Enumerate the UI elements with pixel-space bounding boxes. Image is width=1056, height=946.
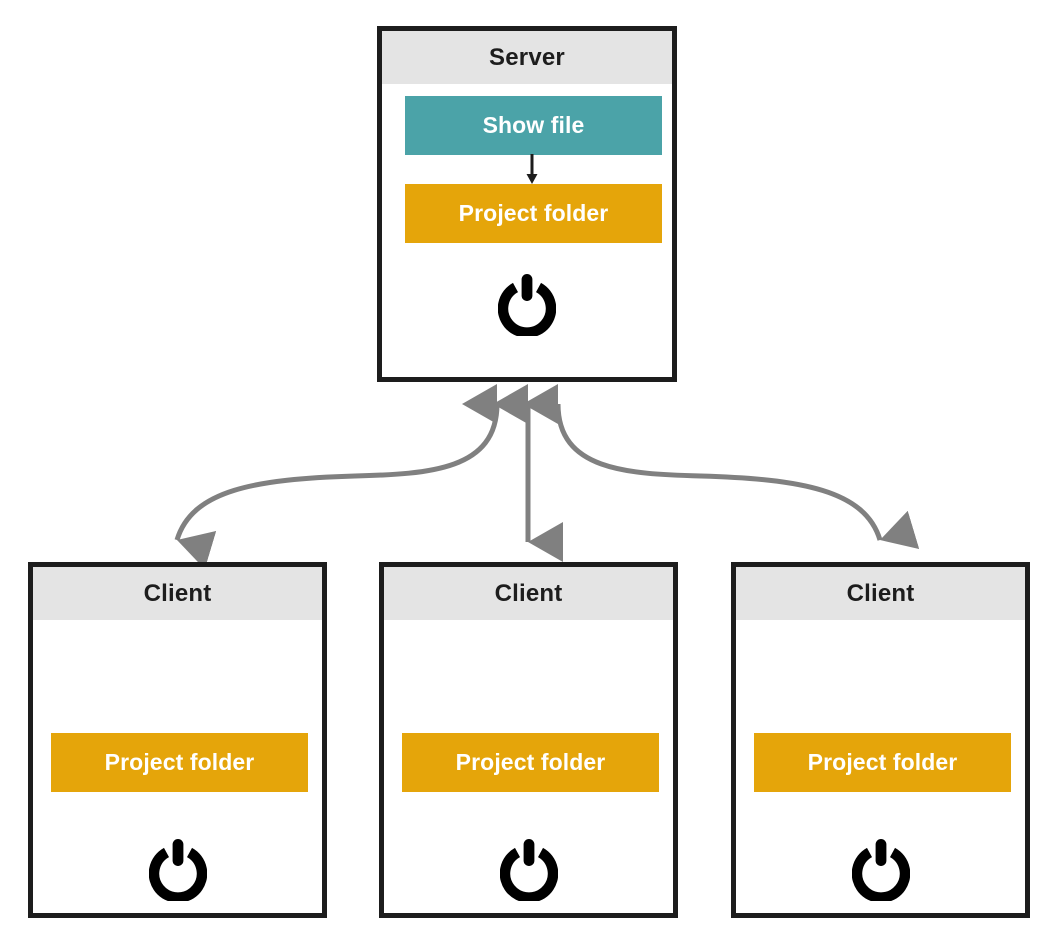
client-1-header: Client <box>33 567 322 620</box>
server-power-button[interactable] <box>382 274 672 336</box>
show-file-label: Show file <box>482 112 585 138</box>
server-project-folder-label: Project folder <box>458 200 609 226</box>
client-3-header: Client <box>736 567 1025 620</box>
client-3-project-folder-bar[interactable]: Project folder <box>754 733 1011 792</box>
power-icon <box>499 839 558 901</box>
power-icon <box>851 839 910 901</box>
client-1-project-folder-label: Project folder <box>104 749 255 775</box>
server-title: Server <box>489 43 565 71</box>
client-2-project-folder-bar[interactable]: Project folder <box>402 733 659 792</box>
connector-server-client-1 <box>174 384 500 570</box>
server-body: Show file Project folder <box>382 84 672 377</box>
client-1-power-button[interactable] <box>33 839 322 901</box>
client-2-project-folder-label: Project folder <box>455 749 606 775</box>
connector-server-client-3 <box>523 384 920 550</box>
server-header: Server <box>382 31 672 84</box>
client-2-power-button[interactable] <box>384 839 673 901</box>
client-2-header: Client <box>384 567 673 620</box>
client-3-project-folder-label: Project folder <box>807 749 958 775</box>
show-file-bar[interactable]: Show file <box>405 96 662 155</box>
power-icon <box>148 839 207 901</box>
client-node-3[interactable]: Client Project folder <box>731 562 1030 918</box>
client-node-1[interactable]: Client Project folder <box>28 562 327 918</box>
arrow-down-icon <box>526 154 538 184</box>
client-2-title: Client <box>494 579 563 607</box>
client-node-2[interactable]: Client Project folder <box>379 562 678 918</box>
server-project-folder-bar[interactable]: Project folder <box>405 184 662 243</box>
client-3-title: Client <box>846 579 915 607</box>
power-icon <box>498 274 556 336</box>
client-1-project-folder-bar[interactable]: Project folder <box>51 733 308 792</box>
client-1-title: Client <box>143 579 212 607</box>
client-1-body: Project folder <box>33 620 322 913</box>
client-3-body: Project folder <box>736 620 1025 913</box>
client-3-power-button[interactable] <box>736 839 1025 901</box>
client-2-body: Project folder <box>384 620 673 913</box>
server-node[interactable]: Server Show file Project folder <box>377 26 677 382</box>
